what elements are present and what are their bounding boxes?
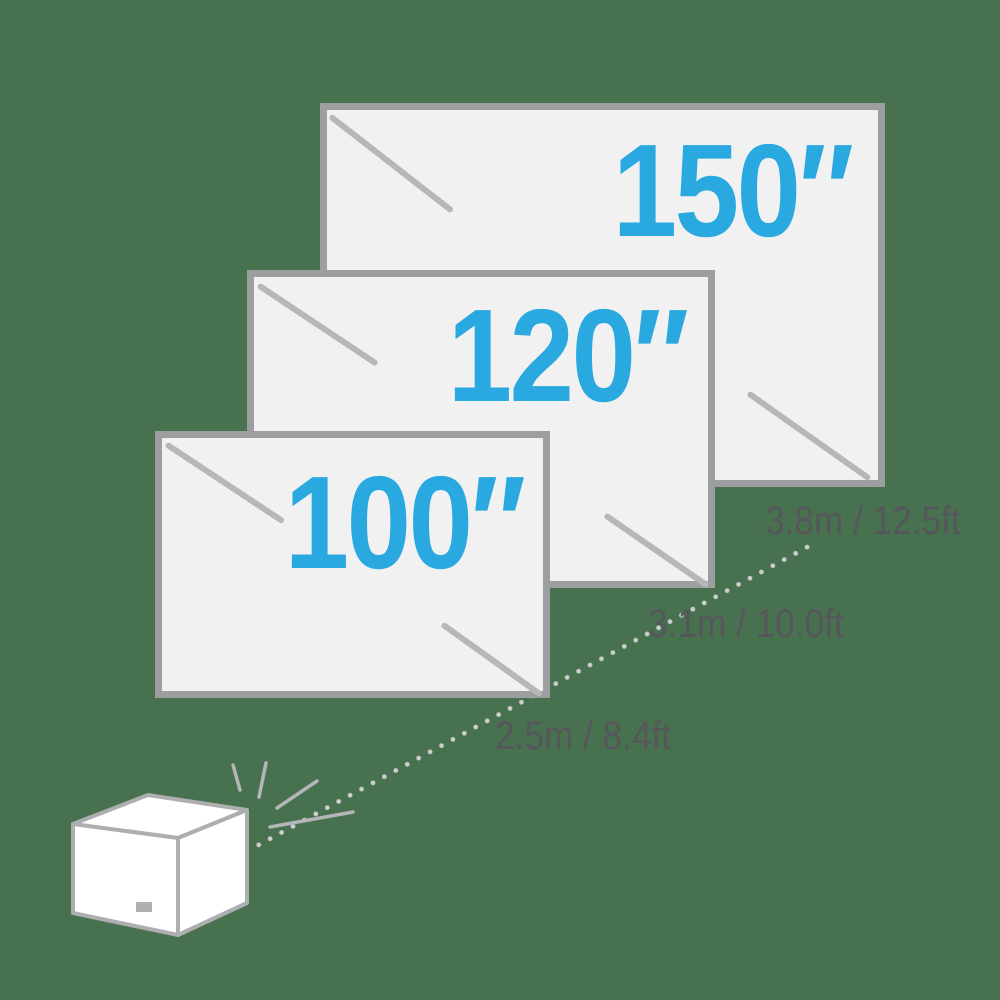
distance-label-100: 2.5m / 8.4ft [495,714,672,758]
screen-size-label-120: 120″ [447,282,690,429]
projector-icon [55,750,365,950]
glare-line-bottom-right [440,621,543,698]
glare-line-bottom-right [603,512,710,589]
glare-line-top-left [256,282,379,367]
distance-label-120: 3.1m / 10.0ft [648,602,844,646]
screen-size-label-100: 100″ [284,449,527,596]
light-rays-icon [231,761,355,829]
distance-label-150: 3.8m / 12.5ft [765,499,961,543]
glare-line-top-left [164,441,286,525]
projector-cube [71,793,249,937]
projector-vent [136,902,152,912]
screen-100: 100″ [155,431,550,698]
screen-size-label-150: 150″ [612,117,855,264]
glare-line-top-left [328,113,455,214]
glare-line-bottom-right [746,390,872,482]
